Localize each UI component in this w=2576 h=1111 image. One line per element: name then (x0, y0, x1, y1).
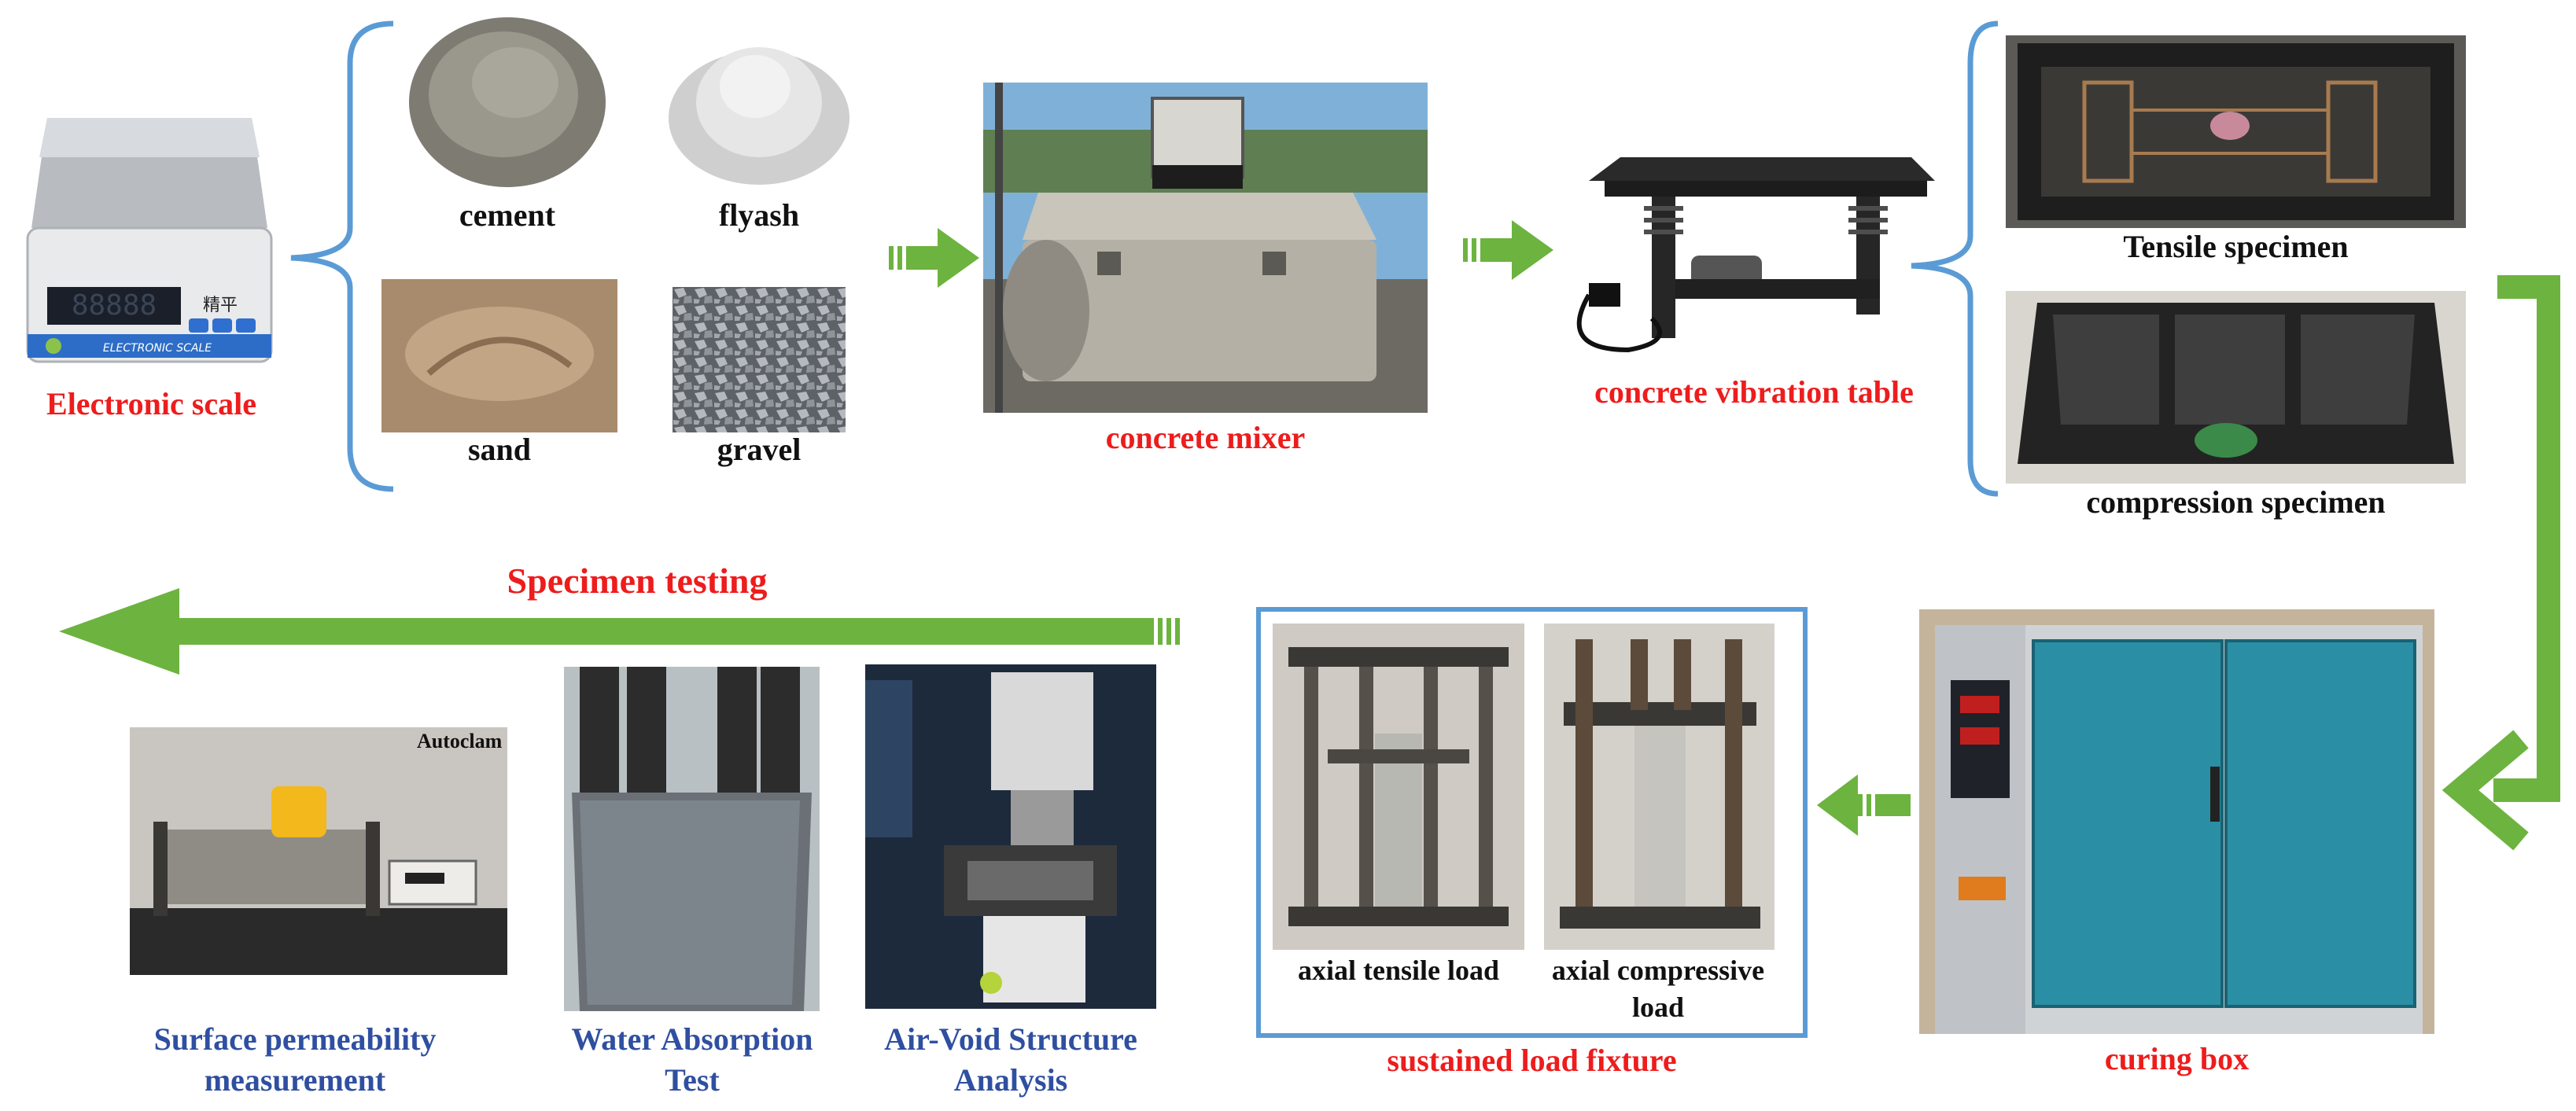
label-water-absorption-1: Water Absorption (571, 1021, 813, 1057)
label-air-void-2: Analysis (953, 1062, 1068, 1098)
label-axial-compressive-1: axial compressive (1551, 955, 1765, 986)
label-gravel: gravel (717, 432, 802, 467)
scale-bracket (290, 20, 394, 492)
label-concrete-mixer: concrete mixer (1105, 420, 1306, 455)
label-axial-tensile: axial tensile load (1297, 955, 1499, 986)
autoclam-photo (130, 727, 507, 975)
label-electronic-scale: Electronic scale (46, 386, 256, 421)
label-cement: cement (459, 197, 556, 233)
electronic-scale-photo: 88888 精平 ELECTRONIC SCALE (16, 110, 283, 370)
gravel-photo (673, 287, 846, 432)
air-void-photo (865, 664, 1156, 1009)
label-axial-compressive-2: load (1631, 991, 1685, 1023)
scale-logo-text: 精平 (203, 296, 238, 315)
tensile-specimen-photo (2006, 35, 2466, 228)
compression-specimen-photo (2006, 291, 2466, 484)
label-specimen-testing: Specimen testing (507, 561, 768, 601)
sand-photo (381, 279, 617, 432)
arrow-to-mixer (889, 228, 979, 288)
label-autoclam: Autoclam (417, 730, 503, 752)
arrow-to-curing-box (2441, 275, 2560, 851)
arrow-to-vibration-table (1463, 220, 1553, 280)
water-absorption-photo (564, 667, 820, 1011)
vibration-table-photo (1542, 145, 1935, 362)
label-water-absorption-2: Test (665, 1062, 720, 1098)
axial-compressive-fixture-photo (1544, 624, 1774, 950)
label-surface-permeability-1: Surface permeability (153, 1021, 437, 1057)
fixture-frame (1256, 607, 1808, 1038)
flyash-photo (665, 20, 853, 193)
arrow-specimen-testing (59, 588, 1180, 675)
specimen-bracket (1911, 20, 1999, 497)
label-flyash: flyash (718, 197, 800, 233)
label-curing-box: curing box (2104, 1041, 2250, 1076)
label-tensile-specimen: Tensile specimen (2123, 229, 2349, 264)
scale-brand-text: ELECTRONIC SCALE (103, 342, 212, 355)
cement-photo (405, 8, 610, 193)
label-vibration-table: concrete vibration table (1594, 374, 1914, 410)
label-sustained-fixture: sustained load fixture (1387, 1043, 1677, 1078)
scale-display-text: 88888 (72, 289, 157, 322)
label-surface-permeability-2: measurement (204, 1062, 386, 1098)
label-air-void-1: Air-Void Structure (884, 1021, 1137, 1057)
axial-tensile-fixture-photo (1273, 624, 1524, 950)
curing-box-photo (1919, 609, 2434, 1034)
concrete-mixer-photo (983, 83, 1428, 413)
arrow-to-fixture (1817, 774, 1911, 836)
label-sand: sand (467, 432, 532, 467)
label-compression-specimen: compression specimen (2086, 484, 2386, 520)
